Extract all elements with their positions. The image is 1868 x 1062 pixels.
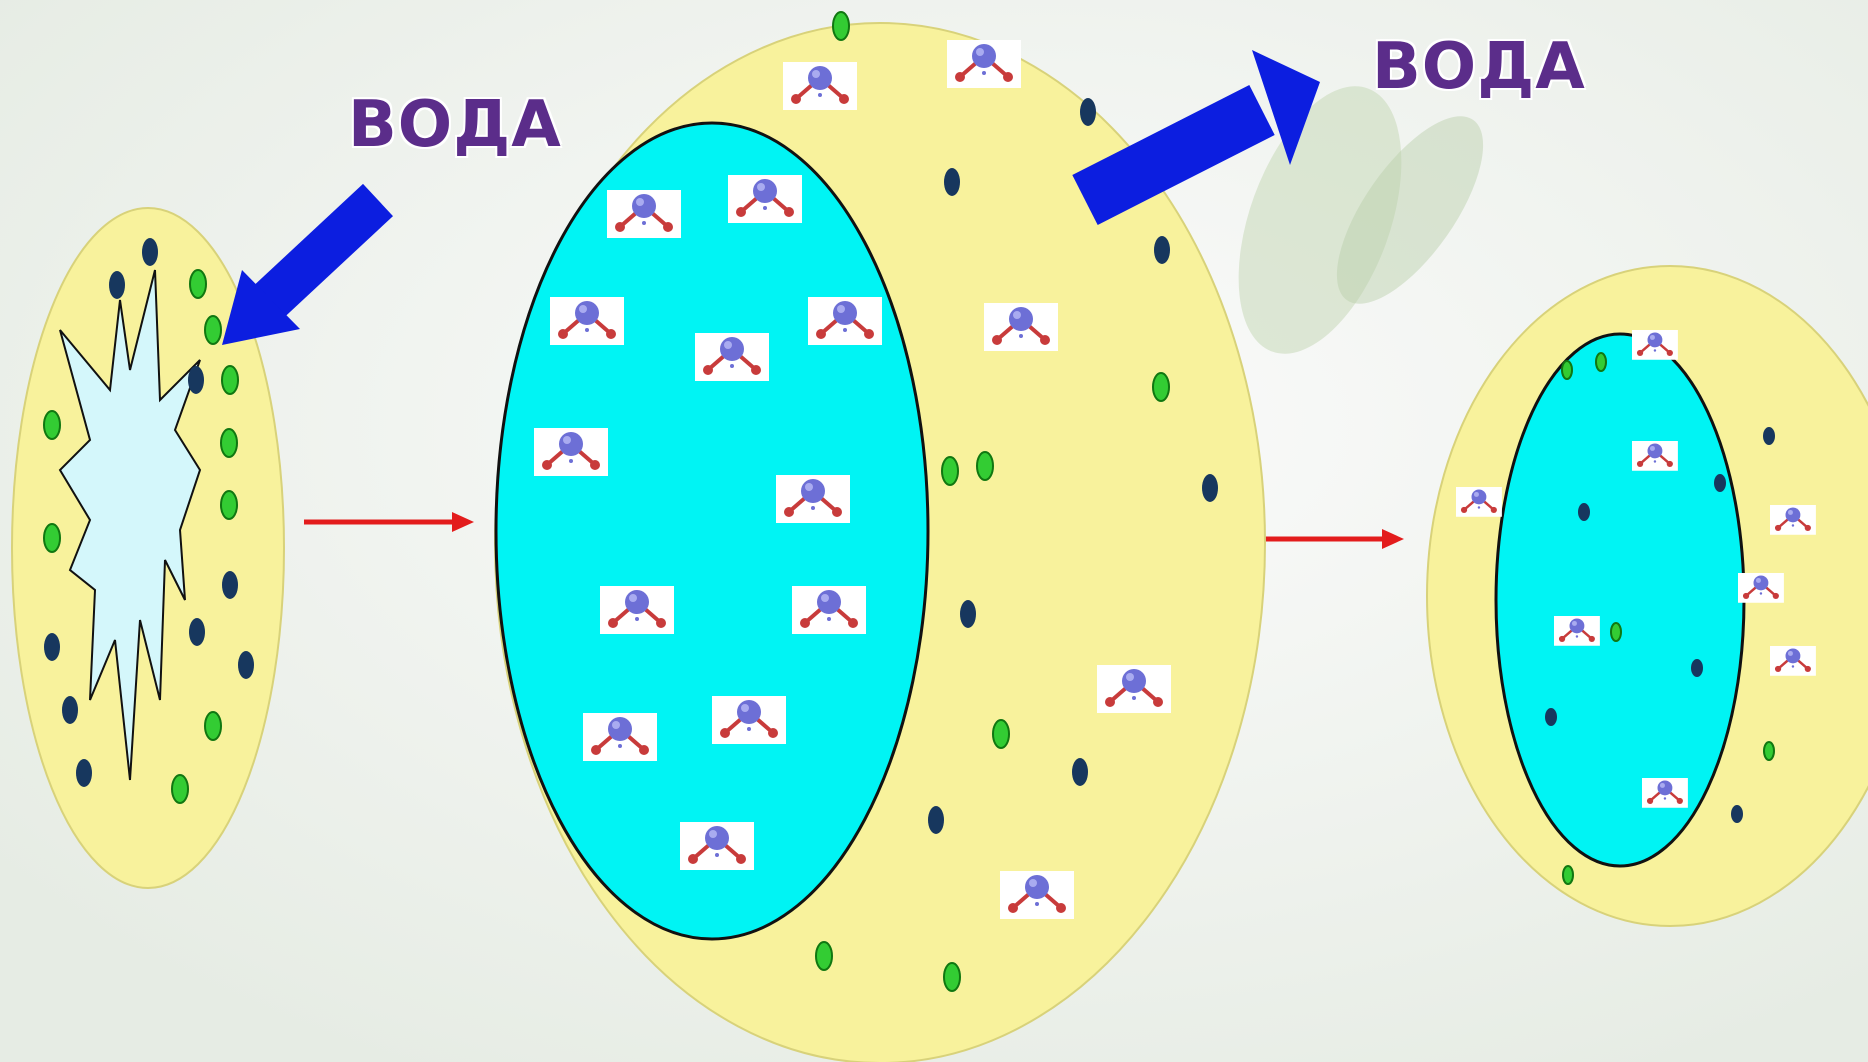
water-molecule-icon [728,175,802,223]
particle-icon [928,806,944,834]
particle-icon [1763,427,1775,445]
water-molecule-icon [1554,616,1600,646]
particle-icon [1764,742,1774,760]
particle-icon [44,633,60,661]
particle-icon [1563,866,1573,884]
particle-icon [44,411,60,439]
particle-icon [44,524,60,552]
particle-icon [833,12,849,40]
particle-icon [1731,805,1743,823]
particle-icon [1154,236,1170,264]
particle-icon [944,168,960,196]
particle-icon [993,720,1009,748]
water-molecule-icon [607,190,681,238]
particle-icon [142,238,158,266]
water-label-in: ВОДА [348,88,562,162]
particle-icon [76,759,92,787]
water-molecule-icon [712,696,786,744]
particle-icon [205,712,221,740]
particle-icon [62,696,78,724]
water-molecule-icon [600,586,674,634]
particle-icon [944,963,960,991]
particle-icon [816,942,832,970]
particle-icon [1080,98,1096,126]
particle-icon [205,316,221,344]
particle-icon [1545,708,1557,726]
particle-icon [189,618,205,646]
particle-icon [221,491,237,519]
particle-icon [1153,373,1169,401]
particle-icon [1578,503,1590,521]
water-molecule-icon [1632,330,1678,360]
central-vacuole [1496,334,1744,866]
water-molecule-icon [1738,573,1784,603]
water-molecule-icon [1097,665,1171,713]
water-molecule-icon [1000,871,1074,919]
water-label-out: ВОДА [1372,30,1586,104]
water-molecule-icon [1642,778,1688,808]
particle-icon [222,366,238,394]
particle-icon [109,271,125,299]
water-molecule-icon [792,586,866,634]
particle-icon [188,366,204,394]
water-molecule-icon [550,297,624,345]
particle-icon [221,429,237,457]
particle-icon [1611,623,1621,641]
particle-icon [1596,353,1606,371]
water-molecule-icon [776,475,850,523]
particle-icon [238,651,254,679]
water-molecule-icon [947,40,1021,88]
water-molecule-icon [1770,505,1816,535]
particle-icon [1072,758,1088,786]
water-molecule-icon [808,297,882,345]
water-molecule-icon [984,303,1058,351]
water-molecule-icon [680,822,754,870]
particle-icon [1562,361,1572,379]
particle-icon [172,775,188,803]
water-molecule-icon [1770,646,1816,676]
water-molecule-icon [783,62,857,110]
water-molecule-icon [583,713,657,761]
water-molecule-icon [1456,487,1502,517]
particle-icon [942,457,958,485]
particle-icon [960,600,976,628]
particle-icon [222,571,238,599]
particle-icon [1202,474,1218,502]
particle-icon [1691,659,1703,677]
water-molecule-icon [695,333,769,381]
water-molecule-icon [534,428,608,476]
central-vacuole [496,123,928,939]
particle-icon [190,270,206,298]
particle-icon [977,452,993,480]
particle-icon [1714,474,1726,492]
water-molecule-icon [1632,441,1678,471]
